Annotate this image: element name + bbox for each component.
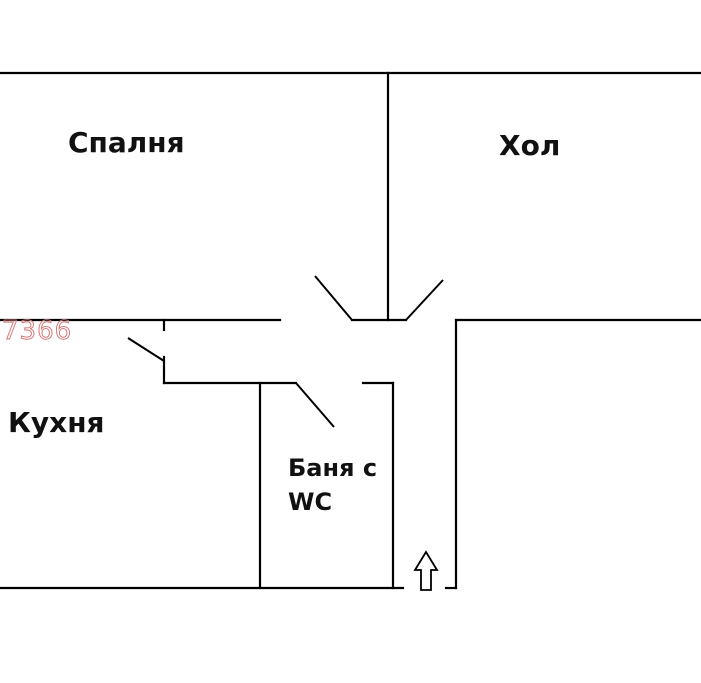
room-label-living: Хол [499, 129, 561, 162]
kitchen-door-leaf [127, 337, 165, 362]
room-label-kitchen: Кухня [8, 406, 105, 439]
bathroom-door-leaf [295, 382, 335, 428]
room-label-bathroom: Баня с WC [288, 452, 377, 519]
room-label-bathroom-line2: WC [288, 487, 333, 516]
room-label-bedroom: Спалня [68, 126, 185, 159]
watermark: 7366 [1, 316, 73, 347]
door-leaf-right [405, 279, 444, 321]
room-label-bathroom-line1: Баня с [288, 454, 378, 482]
door-leaf-left [314, 275, 353, 321]
arrow-up-icon [413, 550, 439, 591]
